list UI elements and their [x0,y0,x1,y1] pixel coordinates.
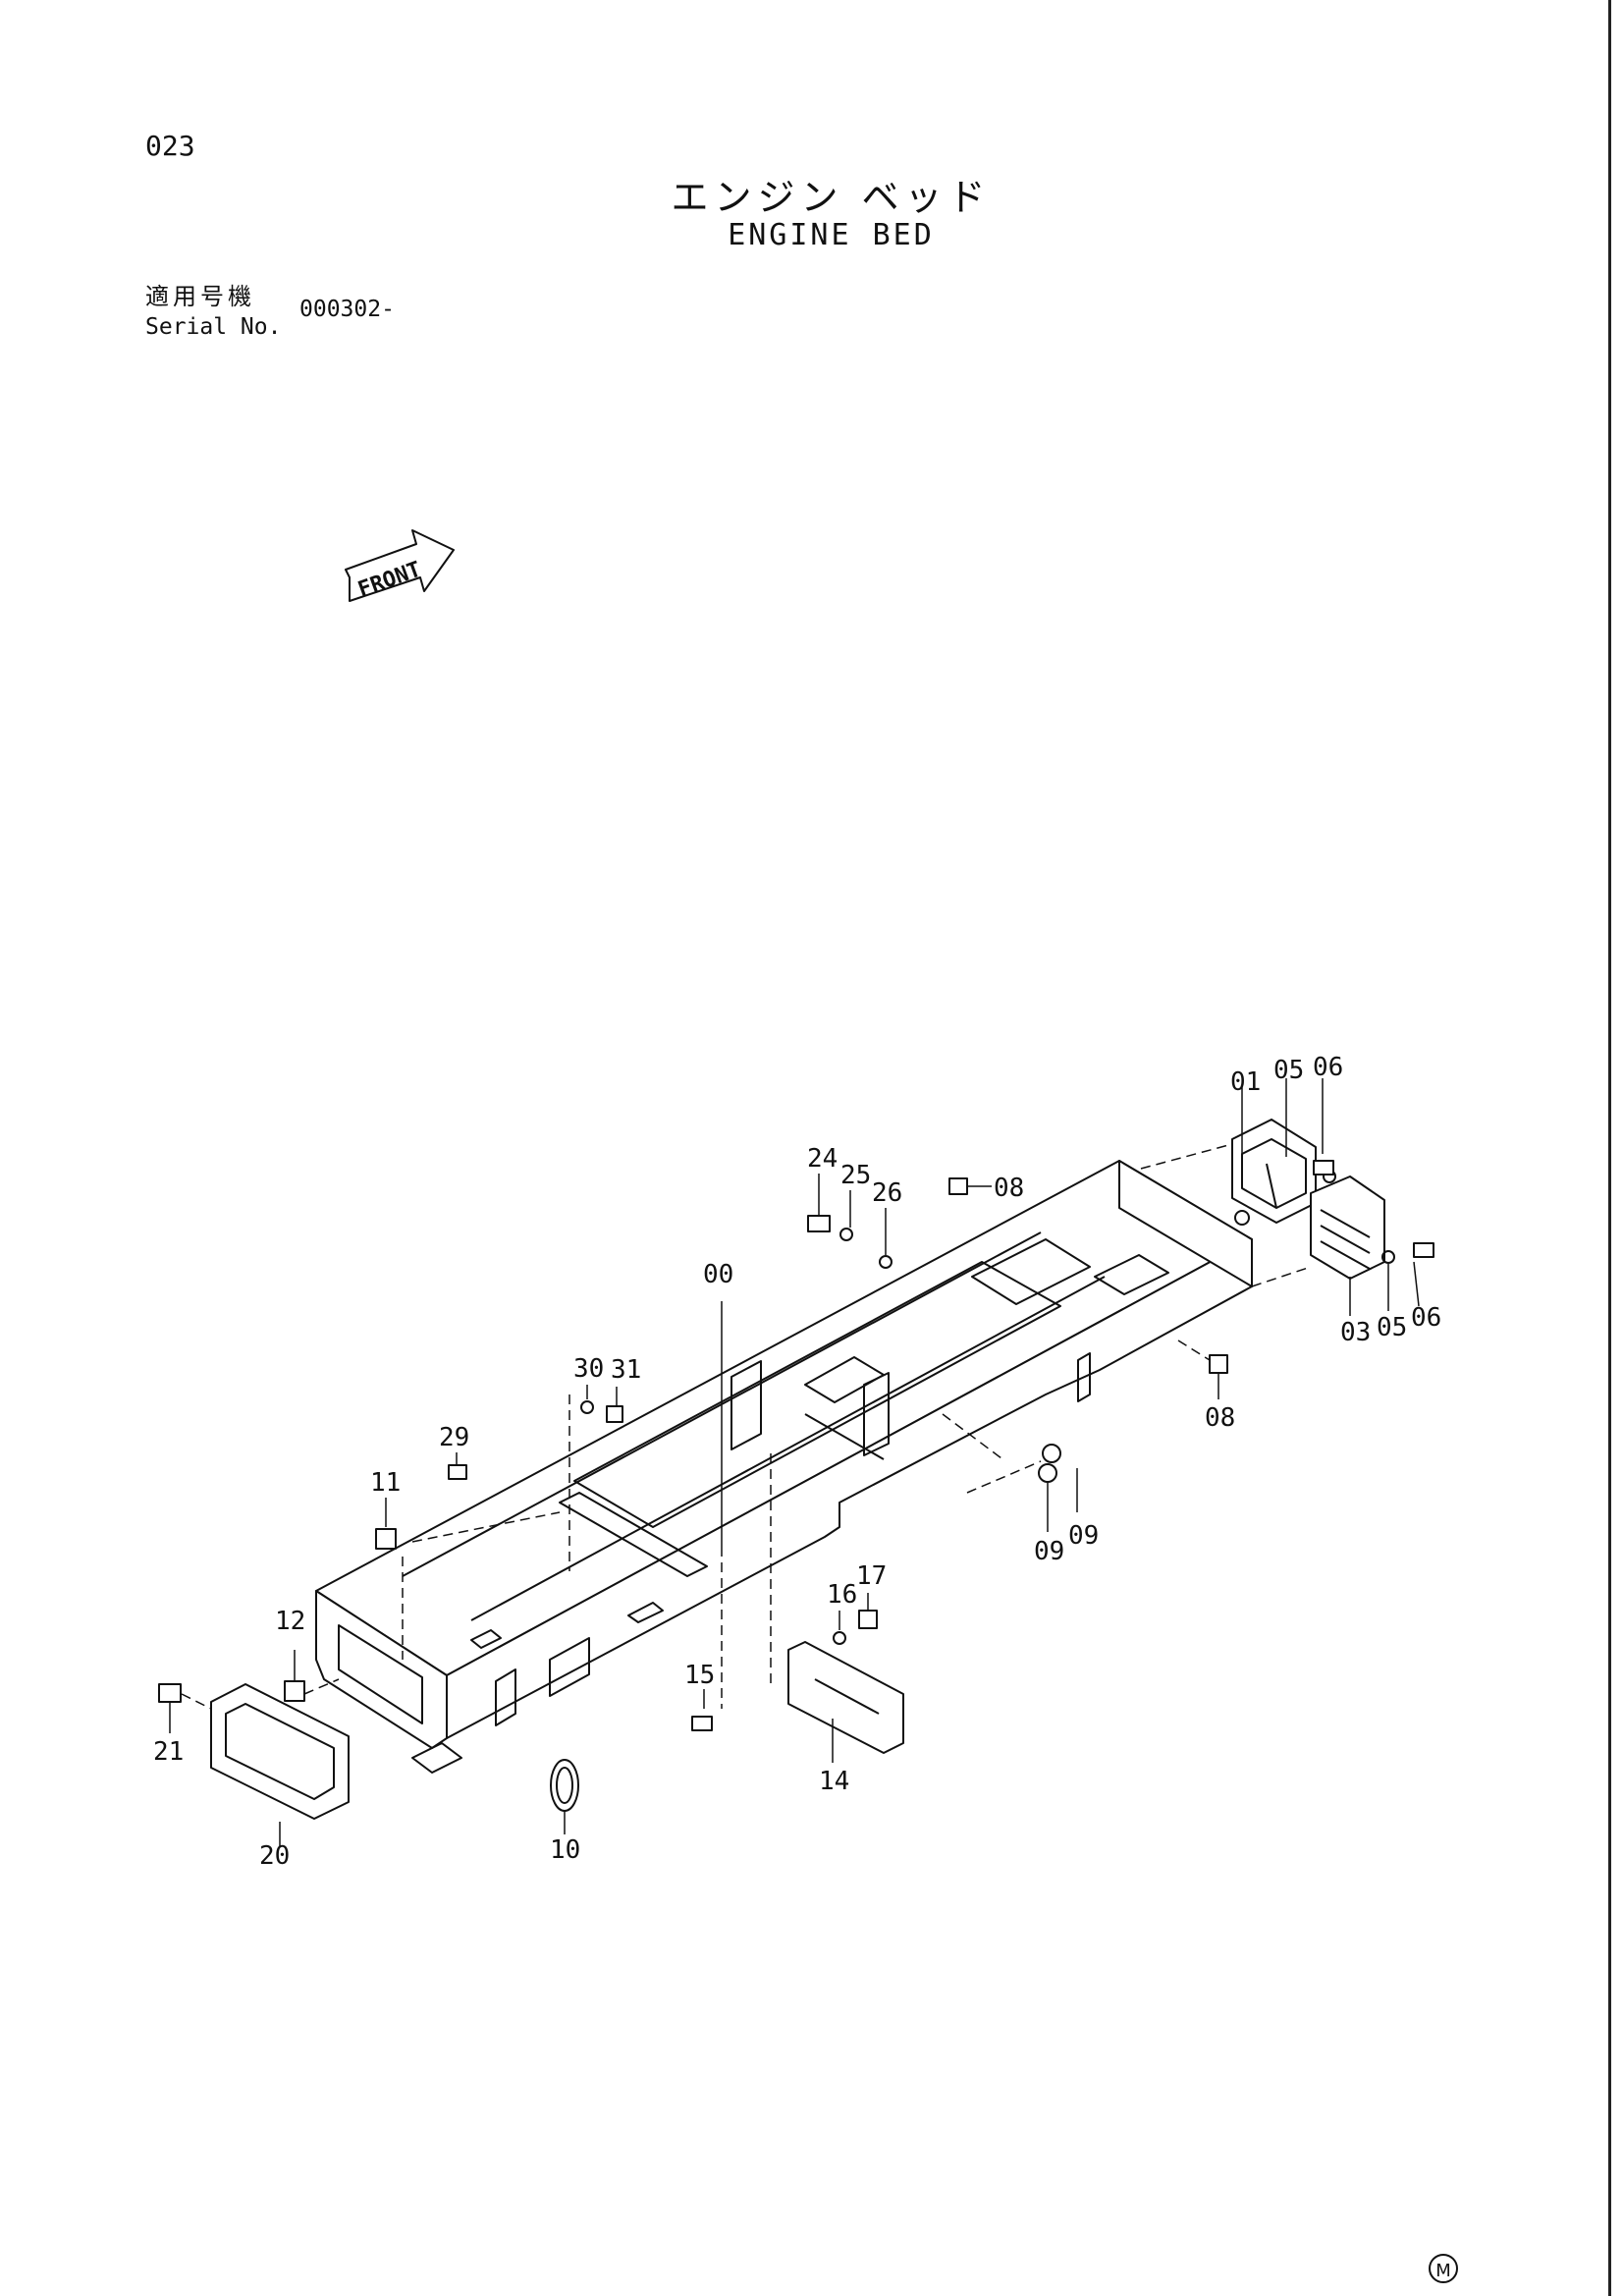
title-japanese: エンジン ベッド [671,176,992,219]
frame-front-end [315,1590,462,1774]
label-30: 30 [573,1354,604,1384]
footer-mark-letter: M [1435,2261,1451,2281]
label-16: 16 [827,1580,857,1610]
label-03: 03 [1340,1318,1371,1347]
page-number: 023 [145,130,195,162]
label-17: 17 [856,1561,887,1591]
label-06-bottom: 06 [1411,1303,1441,1333]
label-01: 01 [1230,1067,1261,1097]
serial-label-japanese: 適用号機 [145,283,255,310]
label-00: 00 [703,1260,733,1289]
frame-top-deck [315,1160,1253,1676]
serial-number-value: 000302- [299,297,395,322]
label-21: 21 [153,1737,184,1767]
serial-label-english: Serial No. [145,314,282,340]
label-12: 12 [275,1607,305,1636]
title-english: ENGINE BED [728,218,935,252]
label-05-bottom: 05 [1377,1313,1407,1342]
label-29: 29 [439,1423,469,1452]
footer-m-mark: M [1429,2254,1458,2283]
label-31: 31 [611,1355,641,1385]
label-08-right: 08 [1205,1403,1235,1433]
label-11: 11 [370,1468,401,1498]
plate-14 [787,1641,904,1754]
rear-cover-01 [1231,1119,1317,1224]
label-08-top: 08 [994,1174,1024,1203]
grommet-10 [550,1759,579,1812]
front-arrow: FRONT [345,529,455,603]
label-09-right: 09 [1068,1521,1099,1551]
label-15: 15 [684,1661,715,1690]
rear-cover-03 [1310,1175,1385,1280]
label-05-top: 05 [1273,1056,1304,1085]
label-06-top: 06 [1313,1053,1343,1082]
label-25: 25 [840,1161,871,1190]
label-10: 10 [550,1835,580,1865]
fastener-set [158,1160,1434,1731]
dashed-guide-lines [181,1143,1312,1710]
page-right-border [1608,0,1611,2296]
label-24: 24 [807,1144,838,1174]
part-labels: 00 01 03 05 05 06 06 08 08 09 09 10 11 1… [153,1053,1441,1871]
label-20: 20 [259,1841,290,1871]
leader-lines [169,1078,1420,1846]
label-26: 26 [872,1178,902,1208]
label-09-left: 09 [1034,1537,1064,1566]
label-14: 14 [819,1767,849,1796]
front-cover-20 [210,1683,350,1820]
